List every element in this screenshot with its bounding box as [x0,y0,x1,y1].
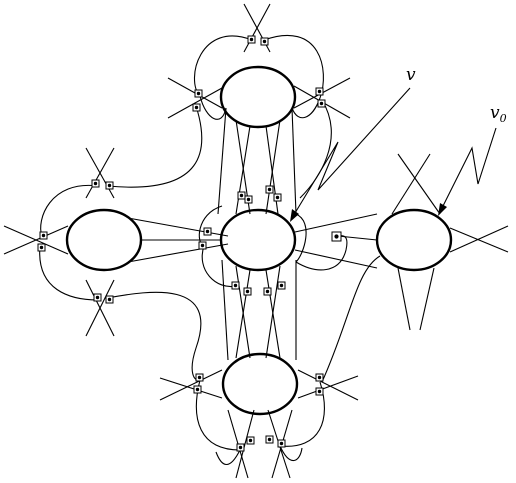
marker-square [246,436,255,445]
marker-square [315,373,324,382]
label-v0-base: v [490,103,500,123]
marker-square [315,87,324,96]
marker-square [93,293,102,302]
marker-square [192,103,201,112]
marker-square [193,385,202,394]
pointer-arrow-v0 [439,127,497,213]
marker-square [265,435,274,444]
marker-square [244,195,253,204]
marker-square [195,373,204,382]
vertex-v [219,208,297,272]
marker-square [237,191,246,200]
labels: v v0 [406,65,507,125]
marker-square [243,287,252,296]
marker-square [265,185,274,194]
marker-square [277,439,286,448]
marker-square [105,181,114,190]
marker-square [37,243,46,252]
marker-square [231,281,240,290]
arrowhead-v0 [438,203,447,216]
label-v0: v0 [490,103,507,125]
marker-square [236,443,245,452]
marker-square [317,99,326,108]
degree-markers [37,35,342,452]
marker-square [194,89,203,98]
marker-square [263,287,272,296]
marker-square [105,295,114,304]
marker-square [198,241,207,250]
vertex-v0 [375,208,453,272]
pointer-arrow-v [291,87,411,219]
label-v0-subscript: 0 [500,112,507,125]
vertex-ellipses [65,65,453,416]
label-v: v [406,65,416,85]
marker-square [315,387,324,396]
marker-square [203,227,212,236]
marker-square [273,193,282,202]
vertex-top [219,65,297,129]
crossing-lines [3,3,509,479]
marker-square [331,231,342,242]
curved-edges [39,34,381,466]
arrowhead-v [290,209,299,222]
vertex-bottom [221,352,299,416]
marker-square [91,179,100,188]
vertex-left [65,208,143,272]
marker-square [39,231,48,240]
marker-square [260,37,269,46]
marker-square [247,35,256,44]
marker-square [277,281,286,290]
pointer-arrows [290,87,497,222]
